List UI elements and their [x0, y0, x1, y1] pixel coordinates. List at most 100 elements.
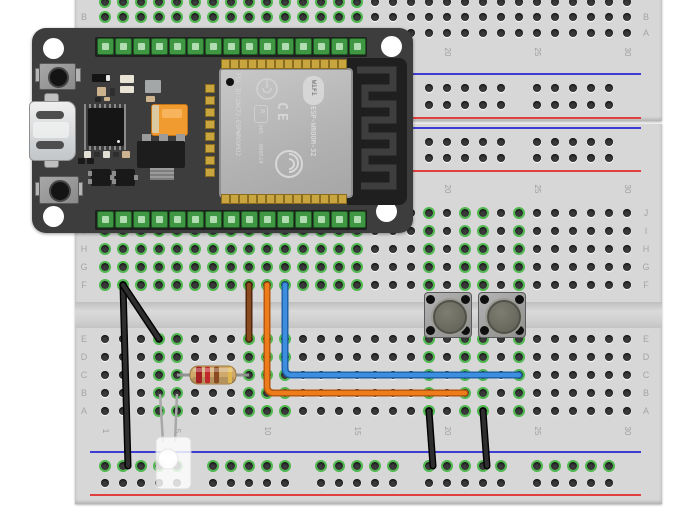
breadboard-hole [101, 479, 109, 487]
connection-highlight [260, 404, 273, 417]
esp32-pin-socket [205, 211, 222, 228]
breadboard-hole [533, 227, 541, 235]
certification-mark-icon [256, 78, 278, 100]
transistor [112, 169, 138, 186]
wire-button2-to-negative-rail[interactable] [479, 407, 491, 470]
connection-highlight [116, 0, 129, 8]
connection-highlight [116, 242, 129, 255]
smd-part [95, 97, 101, 102]
esp32-pin-socket [151, 211, 168, 228]
white-led[interactable] [155, 393, 192, 490]
castellation-pad [205, 132, 215, 141]
breadboard-hole [587, 281, 595, 289]
esp32-pin-socket [97, 38, 114, 55]
mounting-hole [381, 36, 402, 57]
castellation-pad [205, 96, 215, 105]
breadboard-hole [605, 29, 613, 37]
breadboard-hole [317, 353, 325, 361]
breadboard-hole [461, 101, 469, 109]
connection-highlight [332, 0, 345, 8]
resistor[interactable] [177, 365, 249, 385]
row-letter: G [80, 262, 88, 272]
breadboard-hole [605, 407, 613, 415]
breadboard-hole [533, 407, 541, 415]
mounting-hole [376, 201, 397, 222]
esp32-pin-socket [169, 38, 186, 55]
breadboard-hole [497, 281, 505, 289]
connection-highlight [188, 10, 201, 23]
wire-button1-to-negative-rail[interactable] [425, 407, 437, 470]
breadboard-hole [533, 245, 541, 253]
castellation-pad [284, 59, 293, 69]
breadboard-hole [587, 407, 595, 415]
button-cap[interactable] [433, 300, 467, 334]
connection-highlight [206, 278, 219, 291]
breadboard-hole [479, 84, 487, 92]
breadboard-hole [101, 407, 109, 415]
breadboard-hole [371, 479, 379, 487]
connection-highlight [260, 260, 273, 273]
wifi-logo-text: WiFi [310, 80, 318, 96]
breadboard-hole [605, 154, 613, 162]
wire-d21-to-button2[interactable] [281, 281, 523, 379]
breadboard-hole [317, 479, 325, 487]
wire-gnd-to-negative-rail[interactable] [119, 281, 132, 470]
breadboard-hole [551, 138, 559, 146]
castellation-pad [284, 194, 293, 204]
wire-d19-to-button1[interactable] [263, 281, 469, 397]
castellation-pad [320, 59, 329, 69]
breadboard-hole [623, 29, 631, 37]
breadboard-hole [407, 281, 415, 289]
breadboard-hole [533, 13, 541, 21]
breadboard-hole [587, 335, 595, 343]
breadboard-hole [605, 353, 613, 361]
breadboard-hole [569, 353, 577, 361]
breadboard-hole [497, 84, 505, 92]
breadboard-hole [551, 154, 559, 162]
breadboard-hole [497, 353, 505, 361]
connection-highlight [224, 459, 237, 472]
breadboard-hole [227, 353, 235, 361]
breadboard-hole [497, 101, 505, 109]
breadboard-hole [497, 227, 505, 235]
button-leg [426, 326, 435, 335]
castellation-pad [302, 59, 311, 69]
pushbutton-2[interactable] [478, 292, 526, 338]
connection-highlight [278, 10, 291, 23]
smd-part [94, 152, 100, 157]
button-cap[interactable] [487, 300, 521, 334]
connection-highlight [134, 242, 147, 255]
boot-button[interactable] [35, 176, 83, 204]
breadboard-hole [551, 389, 559, 397]
breadboard-hole [587, 13, 595, 21]
resistor-band [196, 366, 202, 384]
connection-highlight [350, 260, 363, 273]
connection-highlight [278, 404, 291, 417]
row-letter: D [80, 352, 88, 362]
smd-part [84, 151, 91, 158]
en-button[interactable] [35, 63, 81, 90]
connection-highlight [476, 350, 489, 363]
connection-highlight [476, 278, 489, 291]
breadboard-hole [335, 479, 343, 487]
breadboard-hole [407, 13, 415, 21]
wire-gnd-to-led-cathode[interactable] [119, 281, 163, 343]
connection-highlight [242, 0, 255, 8]
breadboard-hole [569, 154, 577, 162]
connection-highlight [512, 242, 525, 255]
tantalum-capacitor [151, 104, 188, 136]
esp32-pin-socket [295, 38, 312, 55]
breadboard-hole [551, 407, 559, 415]
breadboard-hole [443, 353, 451, 361]
connection-highlight [314, 278, 327, 291]
breadboard-hole [209, 335, 217, 343]
breadboard-hole [137, 389, 145, 397]
breadboard-hole [551, 29, 559, 37]
connection-highlight [98, 278, 111, 291]
smd-part [106, 75, 110, 81]
breadboard-hole [569, 281, 577, 289]
connection-highlight [386, 459, 399, 472]
pushbutton-1[interactable] [424, 292, 472, 338]
breadboard-hole [443, 0, 451, 6]
